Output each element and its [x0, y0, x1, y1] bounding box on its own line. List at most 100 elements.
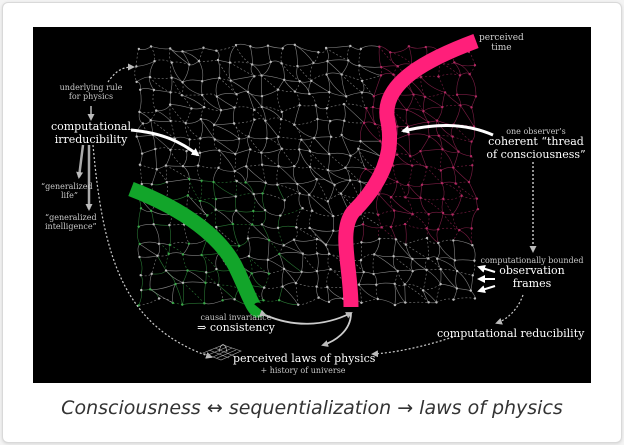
graph-node: [315, 177, 318, 181]
graph-node: [246, 237, 250, 240]
graph-edge: [358, 148, 382, 157]
graph-edge: [234, 166, 247, 172]
graph-node: [228, 61, 232, 64]
graph-edge: [205, 272, 219, 286]
graph-node: [327, 152, 331, 156]
graph-edge: [426, 228, 439, 231]
graph-edge: [263, 299, 280, 302]
graph-node: [198, 199, 202, 203]
graph-edge: [276, 166, 279, 185]
graph-edge: [277, 227, 285, 246]
graph-node: [389, 195, 393, 199]
graph-node: [393, 303, 397, 307]
graph-node: [149, 288, 152, 291]
graph-edge: [390, 109, 409, 127]
graph-edge: [408, 46, 426, 49]
diagram-graphics: [76, 33, 537, 361]
graph-node: [324, 46, 328, 50]
graph-edge: [453, 288, 458, 300]
graph-node: [412, 93, 415, 96]
graph-node: [233, 298, 236, 301]
graph-node: [138, 88, 142, 92]
graph-node: [407, 183, 410, 186]
graph-node: [373, 253, 376, 256]
rule-dotted-arrow: [107, 63, 135, 83]
graph-node: [298, 79, 301, 83]
graph-edge: [309, 91, 330, 95]
graph-node: [298, 148, 301, 151]
graph-edge: [441, 92, 446, 108]
graph-node: [199, 117, 203, 121]
graph-edge: [201, 254, 207, 273]
graph-edge: [345, 166, 366, 170]
graph-edge: [261, 75, 285, 81]
graph-edge: [284, 79, 300, 82]
graph-edge: [138, 290, 143, 306]
graph-node: [331, 214, 335, 218]
graph-node: [328, 90, 331, 94]
graph-edge: [171, 62, 183, 83]
graph-edge: [149, 76, 172, 79]
graph-node: [344, 95, 348, 98]
graph-edge: [360, 212, 379, 216]
graph-node: [407, 133, 411, 136]
graph-edge: [361, 224, 364, 243]
graph-node: [293, 90, 297, 93]
graph-edge: [169, 242, 190, 246]
graph-node: [215, 267, 218, 271]
graph-edge: [251, 210, 254, 225]
graph-edge: [217, 59, 231, 81]
graph-edge: [442, 104, 461, 108]
graph-node: [467, 180, 471, 184]
graph-edge: [294, 81, 300, 92]
graph-node: [392, 254, 395, 258]
graph-edge: [442, 148, 454, 168]
graph-edge: [394, 301, 406, 306]
graph-node: [340, 133, 343, 137]
graph-edge: [247, 238, 251, 257]
graph-node: [140, 288, 143, 292]
graph-node: [262, 299, 265, 302]
graph-edge: [309, 210, 313, 228]
graph-edge: [182, 281, 206, 284]
graph-edge: [453, 240, 473, 246]
graph-edge: [253, 194, 266, 211]
graph-edge: [393, 163, 413, 166]
graph-edge: [313, 119, 318, 139]
graph-edge: [459, 229, 473, 246]
graph-edge: [436, 107, 443, 121]
graph-edge: [261, 164, 279, 167]
graph-node: [205, 271, 208, 274]
graph-node: [326, 168, 330, 172]
graph-edge: [428, 258, 441, 270]
underlying-rule-line2: for physics: [68, 92, 114, 102]
graph-edge: [248, 255, 270, 274]
graph-node: [419, 149, 422, 153]
graph-edge: [138, 208, 142, 227]
graph-node: [453, 61, 456, 64]
graph-node: [217, 283, 220, 287]
graph-edge: [453, 229, 460, 241]
graph-edge: [230, 80, 237, 95]
graph-node: [154, 147, 157, 151]
graph-edge: [330, 268, 348, 288]
graph-edge: [452, 195, 462, 215]
graph-edge: [360, 242, 362, 261]
graph-edge: [215, 209, 237, 212]
graph-edge: [316, 253, 319, 272]
graph-edge: [203, 47, 217, 51]
graph-node: [252, 192, 255, 196]
graph-edge: [404, 223, 427, 229]
graph-edge: [232, 210, 237, 225]
graph-edge: [278, 165, 298, 185]
graph-edge: [251, 273, 265, 288]
graph-edge: [149, 61, 155, 78]
graph-node: [325, 73, 328, 76]
graph-node: [362, 121, 366, 125]
graph-edge: [261, 287, 265, 301]
graph-edge: [341, 120, 345, 135]
graph-edge: [366, 107, 376, 125]
graph-edge: [454, 62, 475, 67]
graph-edge: [391, 196, 406, 198]
graph-edge: [452, 208, 479, 215]
